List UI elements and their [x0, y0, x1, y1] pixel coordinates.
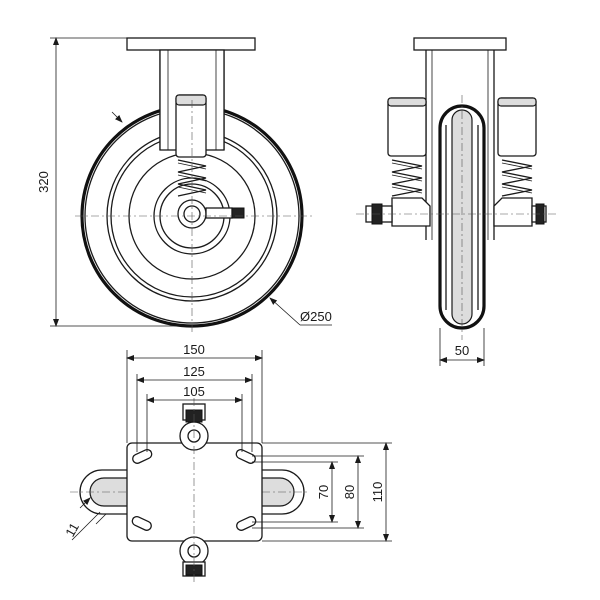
dimension-label-hole-spacing-inner: 105 — [183, 384, 205, 399]
top-view — [70, 398, 310, 582]
dimension-label-wheel-width: 50 — [455, 343, 469, 358]
dimension-plate-length: 150 — [126, 342, 263, 443]
dimension-label-slot-width: 11 — [62, 520, 82, 539]
front-view — [75, 37, 315, 332]
dimension-label-diameter: Ø250 — [300, 309, 332, 324]
dimension-hole-spacing-width-outer: 80 — [252, 455, 364, 529]
dimension-plate-width: 110 — [262, 442, 392, 542]
dimension-label-hole-spacing-width-inner: 70 — [316, 485, 331, 499]
side-view — [356, 37, 556, 340]
dimension-hole-spacing-width-inner: 70 — [252, 461, 338, 523]
dimension-label-hole-spacing-outer: 125 — [183, 364, 205, 379]
dimension-hole-spacing-inner: 105 — [146, 384, 243, 452]
dimension-hole-spacing-outer: 125 — [136, 364, 253, 452]
dimension-label-plate-width: 110 — [370, 482, 385, 503]
dimension-label-height: 320 — [36, 171, 51, 193]
dimension-label-plate-length: 150 — [183, 342, 205, 357]
dimension-slot-width: 11 — [62, 497, 107, 541]
dimension-diameter: Ø250 — [269, 297, 332, 326]
dimension-height: 320 — [36, 37, 192, 327]
dimension-wheel-width: 50 — [439, 328, 485, 366]
dimension-label-hole-spacing-width-outer: 80 — [342, 485, 357, 499]
mounting-slots — [131, 448, 257, 531]
